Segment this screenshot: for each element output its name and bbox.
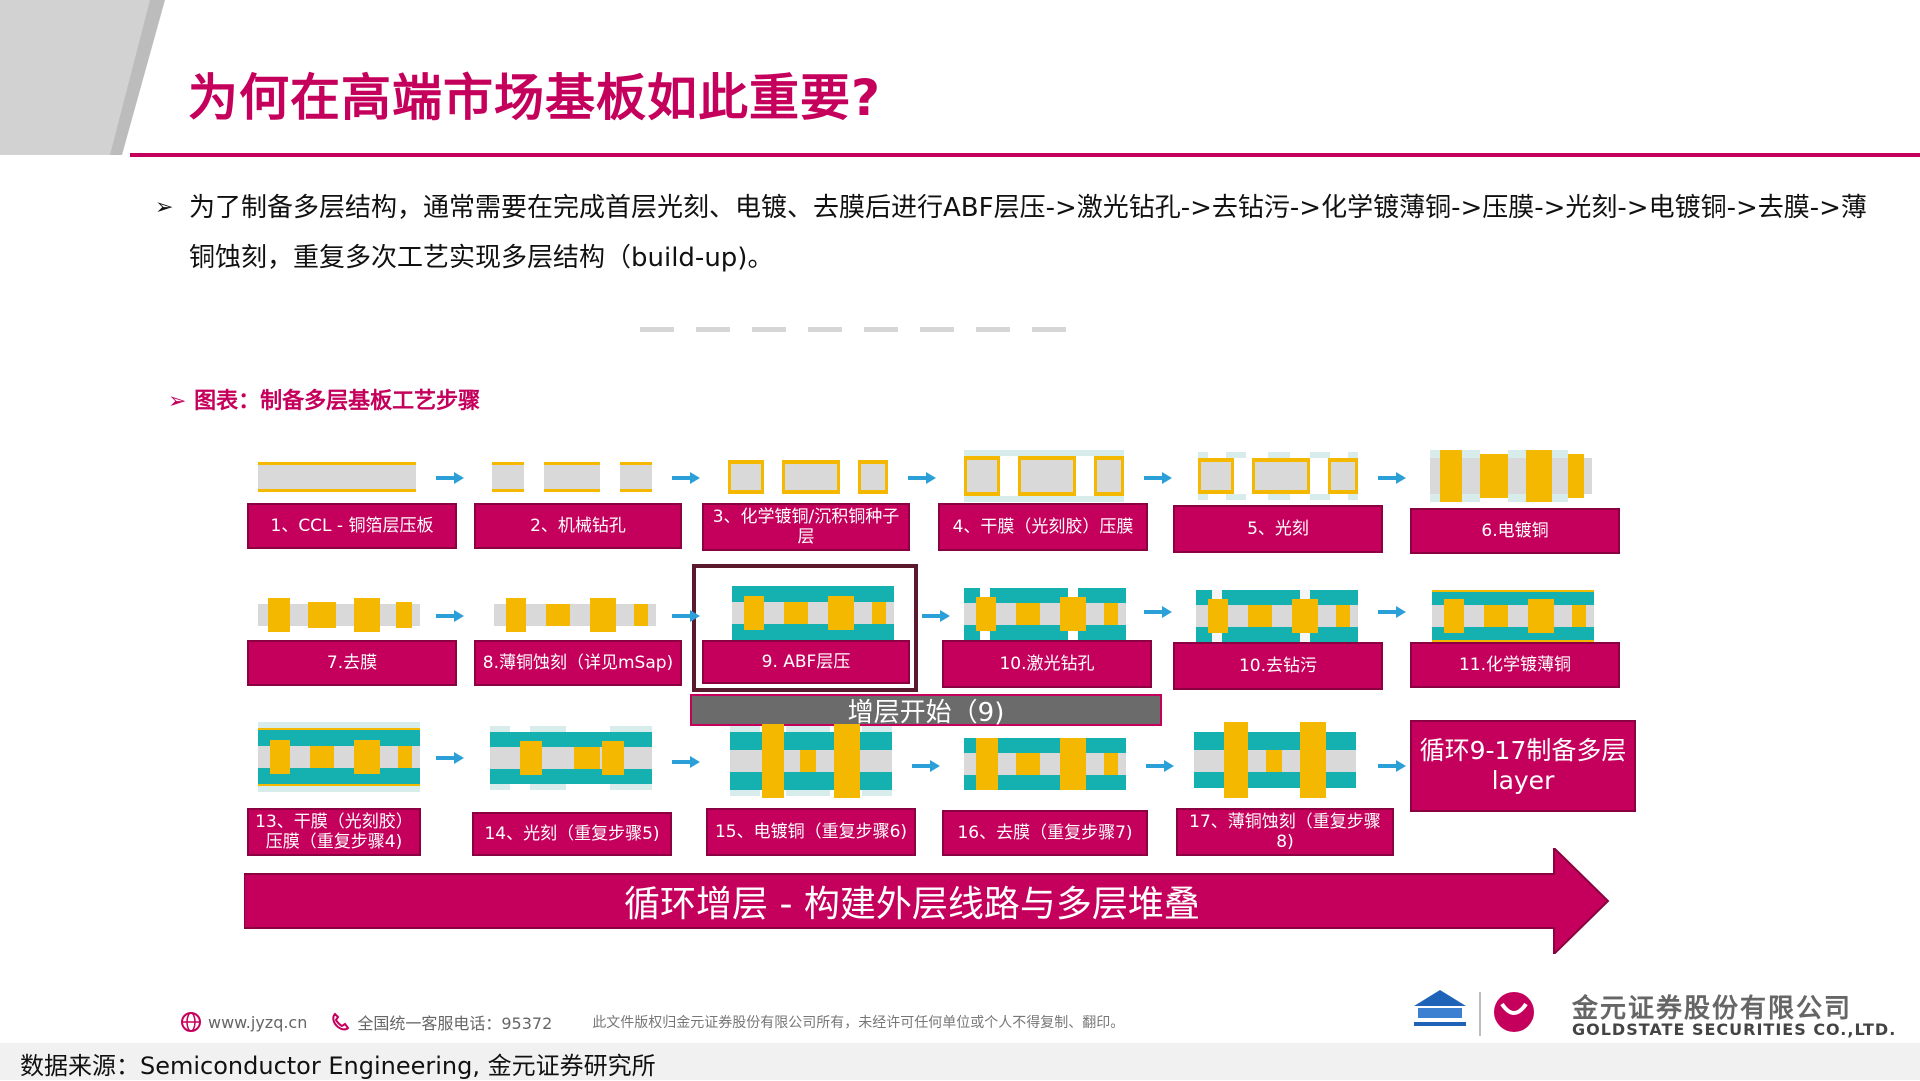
step-16-label: 16、去膜（重复步骤7) [942,810,1148,856]
flow-arrow-icon [672,472,700,484]
step-8-label: 8.薄铜蚀刻（详见mSap) [474,640,682,686]
step-7-label: 7.去膜 [247,640,457,686]
step-10-label: 10.激光钻孔 [942,640,1152,688]
footer-copyright: 此文件版权归金元证券股份有限公司所有，未经许可任何单位或个人不得复制、翻印。 [592,1015,1125,1031]
intro-text: 为了制备多层结构，通常需要在完成首层光刻、电镀、去膜后进行ABF层压->激光钻孔… [189,193,1867,273]
footer-website: www.jyzq.cn [180,1011,307,1033]
step-13-diagram [258,722,420,792]
phone-icon [332,1012,350,1031]
step-3-label: 3、化学镀铜/沉积铜种子层 [702,503,910,551]
cycle-big-arrow [244,848,1610,954]
step-14-diagram [490,726,652,790]
flow-arrow-icon [1378,606,1406,618]
brand-name-en: GOLDSTATE SECURITIES CO.,LTD. [1572,1020,1897,1039]
flow-arrow-icon [672,610,700,622]
buildup-highlight-frame [692,564,918,692]
step-16-diagram [964,738,1126,790]
flow-arrow-icon [672,756,700,768]
page-title: 为何在高端市场基板如此重要? [188,69,882,127]
step-15-diagram [730,724,892,798]
step-14-label: 14、光刻（重复步骤5) [472,812,672,856]
flow-arrow-icon [436,472,464,484]
buildup-start-bar: 增层开始（9) [690,694,1162,728]
flow-arrow-icon [912,760,940,772]
intro-bullet: ➢ 为了制备多层结构，通常需要在完成首层光刻、电镀、去膜后进行ABF层压->激光… [155,183,1875,283]
step-17-label: 17、薄铜蚀刻（重复步骤8) [1176,808,1394,856]
globe-icon [181,1012,201,1032]
flow-arrow-icon [1144,606,1172,618]
step-11-diagram [1432,590,1594,642]
step-10b-label: 10.去钻污 [1173,642,1383,690]
chart-title: ➢ 图表：制备多层基板工艺步骤 [168,389,481,414]
step-17-diagram [1194,722,1356,798]
flow-arrow-icon [1146,760,1174,772]
footer-website-text: www.jyzq.cn [208,1012,308,1032]
cycle-arrow-label: 循环增层 - 构建外层线路与多层堆叠 [624,884,1200,925]
source-bar [0,1043,1920,1080]
step-6-diagram [1430,450,1592,502]
step-2-diagram [492,462,652,492]
bullet-marker-icon: ➢ [155,195,174,220]
step-4-label: 4、干膜（光刻胶）压膜 [938,503,1148,551]
corner-decoration [0,0,165,155]
step-13-label: 13、干膜（光刻胶）压膜（重复步骤4) [247,808,421,856]
step-4-diagram [964,450,1124,502]
step-5-diagram [1198,452,1358,500]
step-5-label: 5、光刻 [1173,505,1383,553]
brand-name-cn: 金元证券股份有限公司 [1572,994,1853,1024]
step-1-label: 1、CCL - 铜箔层压板 [247,503,457,549]
data-source: 数据来源：Semiconductor Engineering, 金元证券研究所 [20,1052,656,1080]
step-15-label: 15、电镀铜（重复步骤6) [706,808,916,856]
company-logo [1414,990,1534,1036]
step-10-diagram [964,588,1126,640]
faint-residual-text [640,318,1260,332]
step-8-diagram [494,598,656,632]
footer-hotline: 全国统一客服电话：95372 [329,1010,552,1034]
flow-arrow-icon [1378,472,1406,484]
step-9-diagram [732,586,894,640]
flow-arrow-icon [436,610,464,622]
footer-hotline-text: 全国统一客服电话：95372 [357,1014,553,1033]
flow-arrow-icon [908,472,936,484]
title-divider [130,153,1920,157]
step-2-label: 2、机械钻孔 [474,503,682,549]
flow-arrow-icon [1378,760,1406,772]
step-6-label: 6.电镀铜 [1410,508,1620,554]
step-11-label: 11.化学镀薄铜 [1410,642,1620,688]
step-1-diagram [258,462,416,492]
flow-arrow-icon [1144,472,1172,484]
step-9-label: 9. ABF层压 [702,640,910,684]
step-3-diagram [728,460,888,494]
flow-arrow-icon [436,752,464,764]
flow-arrow-icon [922,610,950,622]
step-10b-diagram [1196,590,1358,642]
loop-repeat-box: 循环9-17制备多层layer [1410,720,1636,812]
footer: www.jyzq.cn 全国统一客服电话：95372 此文件版权归金元证券股份有… [180,1010,1124,1034]
step-7-diagram [258,598,420,632]
